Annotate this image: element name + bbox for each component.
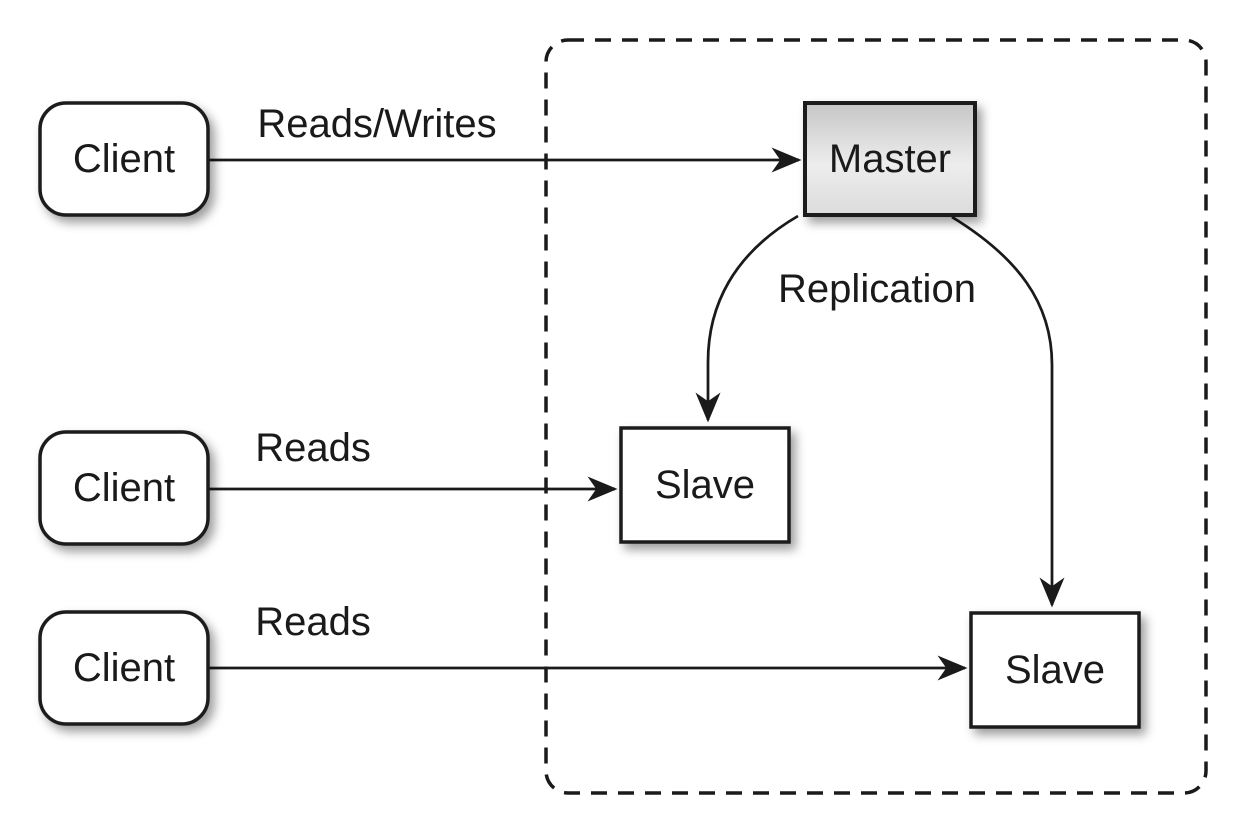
slave-2-box [969,611,1141,729]
edge-label-reads-2: Reads [255,600,371,644]
replication-cluster-boundary [544,38,1208,795]
node-client-1: Client [38,101,210,217]
edge-master-slave2-replication [951,215,1065,608]
node-slave-1: Slave [619,426,791,544]
node-client-2: Client [38,430,210,546]
client-1-label: Client [73,137,175,181]
edge-label-replication: Replication [778,267,976,311]
slave-1-label: Slave [655,463,755,507]
client-3-box [38,610,210,726]
edge-master-slave1-replication [695,214,799,423]
slave-1-box [619,426,791,544]
master-label: Master [829,137,951,181]
edge-label-reads-1: Reads [255,426,371,470]
master-box [803,101,977,217]
node-client-3: Client [38,610,210,726]
client-3-label: Client [73,646,175,690]
slave-2-label: Slave [1005,648,1105,692]
node-slave-2: Slave [969,611,1141,729]
client-1-box [38,101,210,217]
node-master: Master [803,101,977,217]
edge-label-reads-writes: Reads/Writes [257,102,496,146]
client-2-box [38,430,210,546]
client-2-label: Client [73,466,175,510]
